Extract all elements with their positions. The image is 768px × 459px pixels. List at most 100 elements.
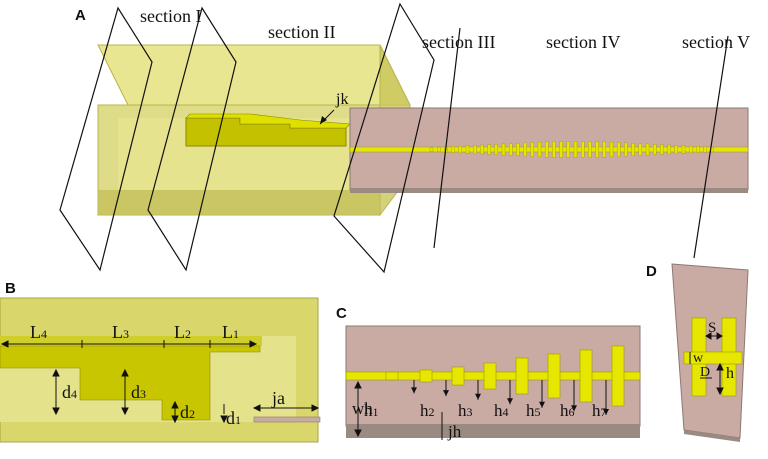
panel-b: B L4 L3 L2 L1 d4 d3 d2 d1 ja <box>0 280 321 443</box>
h-label-3: h3 <box>458 401 473 420</box>
section-label-1: section I <box>140 6 201 26</box>
h-label-1: h1 <box>364 401 379 420</box>
w-label: w <box>693 351 704 366</box>
section-plane-2 <box>147 6 237 272</box>
h-label-7: h7 <box>592 401 607 420</box>
panel-d: D S w D h <box>646 263 749 442</box>
dimension-lines-b <box>0 340 320 424</box>
h-arrowhead <box>443 390 449 397</box>
corrugation-tooth <box>537 141 542 158</box>
corrugation-tooth <box>487 144 491 155</box>
corrugation-tooth <box>617 142 621 157</box>
section-label-5: section V <box>682 32 750 52</box>
jk-arrowhead <box>320 116 327 124</box>
panel-label-c: C <box>336 305 347 322</box>
section-plane-3 <box>333 2 435 274</box>
substrate-edge-c <box>346 424 640 438</box>
corrugation-tooth <box>480 144 484 155</box>
d4-label: d4 <box>62 382 77 402</box>
S-label: S <box>708 320 716 336</box>
corrugation-tooth <box>602 141 606 158</box>
corrugation-tooth <box>653 144 657 155</box>
corrugation-teeth-c <box>385 345 625 407</box>
corrugation-tooth <box>547 353 561 399</box>
h-arrowhead <box>603 409 609 415</box>
section-plane-1 <box>59 6 153 272</box>
corrugation-tooth <box>385 371 399 381</box>
step-block-b <box>0 345 261 421</box>
corrugation-tooth <box>689 145 693 154</box>
microstrip-line <box>349 146 749 153</box>
jk-label: jk <box>335 91 348 108</box>
d1-label: d1 <box>226 408 241 428</box>
corrugation-tooth <box>429 147 434 152</box>
panel-label-d: D <box>646 263 657 280</box>
corrugation-tooth <box>437 146 441 153</box>
h-arrowhead <box>507 398 513 405</box>
step-transformer-top <box>185 113 351 129</box>
waveguide-top-face <box>97 44 411 106</box>
corrugation-tooth <box>667 144 671 155</box>
corrugation-teeth-a <box>429 141 714 158</box>
substrate-edge <box>350 188 748 193</box>
corrugation-tooth <box>588 141 592 158</box>
section-label-2: section II <box>268 22 335 42</box>
corrugation-tooth <box>501 143 506 156</box>
corrugation-tooth <box>552 141 556 158</box>
h-label-d: h <box>726 365 734 382</box>
L3-label: L3 <box>112 322 129 342</box>
corrugation-tooth <box>703 146 707 153</box>
corrugation-tooth <box>631 142 635 157</box>
corrugation-tooth <box>451 146 455 153</box>
dimension-lines-d <box>689 332 724 396</box>
section-line-5 <box>693 35 729 259</box>
corrugation-tooth <box>638 143 642 156</box>
corrugation-tooth <box>579 349 593 403</box>
h-dimension-arrows <box>411 380 609 415</box>
center-line-d <box>683 351 743 365</box>
corrugation-tooth <box>559 141 563 158</box>
wh-label: wh <box>352 399 373 418</box>
corrugation-tooth <box>473 145 477 154</box>
corrugation-tooth <box>581 141 585 158</box>
panel-label-a: A <box>75 7 86 24</box>
dimension-lines-c <box>354 380 443 440</box>
corrugation-tooth <box>674 145 678 154</box>
corrugation-tooth <box>494 144 498 155</box>
corrugation-tooth <box>451 366 465 386</box>
h-label-5: h5 <box>526 401 541 420</box>
corrugation-tooth <box>696 146 700 153</box>
probe-line-b <box>253 416 321 423</box>
corrugation-tooth <box>609 141 614 158</box>
section-label-4: section IV <box>546 32 620 52</box>
corrugation-tooth <box>419 369 433 383</box>
corrugation-tooth <box>545 141 549 158</box>
corrugation-tooth <box>566 141 570 158</box>
corrugation-tooth <box>595 141 599 158</box>
corrugation-tooth <box>458 145 462 154</box>
corrugation-tooth <box>465 145 470 154</box>
D-label: D <box>700 365 710 380</box>
h-label-4: h4 <box>494 401 509 420</box>
corrugation-tooth <box>681 145 686 154</box>
h-arrowhead <box>571 405 577 412</box>
corrugation-tooth <box>483 362 497 390</box>
h-label-6: h6 <box>560 401 575 420</box>
corrugation-tooth <box>516 142 520 157</box>
corrugation-tooth <box>645 143 650 156</box>
d2-label: d2 <box>180 402 195 422</box>
section-label-3: section III <box>422 32 495 52</box>
L1-label: L1 <box>222 322 239 342</box>
d3-label: d3 <box>131 382 146 402</box>
corrugation-tooth <box>660 144 664 155</box>
L2-label: L2 <box>174 322 191 342</box>
panel-a: A section I section II section III secti… <box>59 2 750 274</box>
corrugation-tooth <box>523 142 527 157</box>
ja-label: ja <box>271 388 285 408</box>
h-arrowhead <box>475 393 481 400</box>
corrugation-tooth <box>624 142 628 157</box>
panel-label-b: B <box>5 280 16 297</box>
